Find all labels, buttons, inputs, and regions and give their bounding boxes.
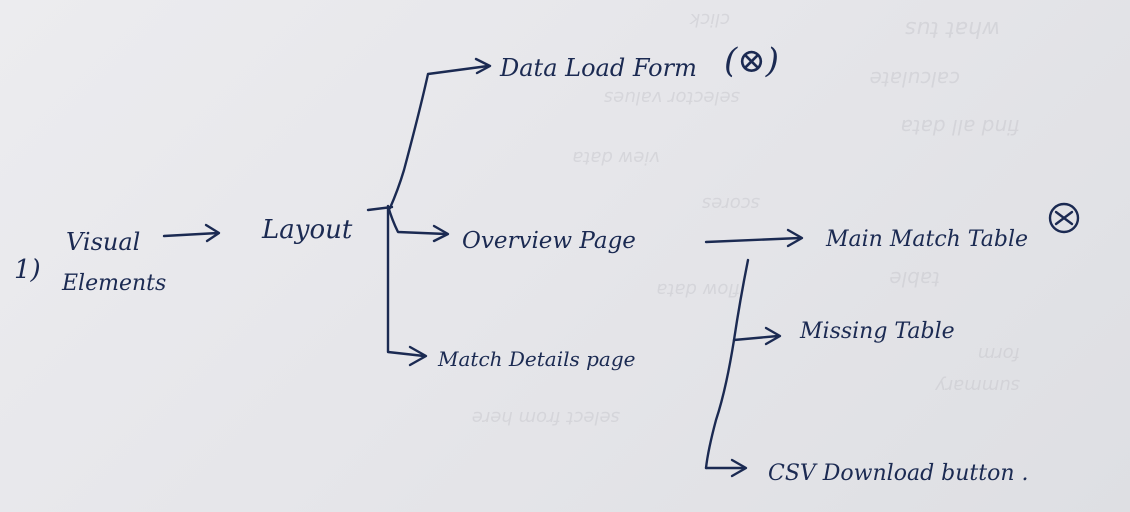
svg-text:table: table <box>889 267 940 291</box>
missing-table-node: Missing Table <box>799 319 955 344</box>
svg-text:select from here: select from here <box>472 407 620 428</box>
overview-children-connector <box>704 228 804 478</box>
data-load-form-node: Data Load Form <box>499 54 697 82</box>
svg-text:calculate: calculate <box>870 67 960 91</box>
root-node-line1: Visual <box>66 228 140 256</box>
svg-text:what tus: what tus <box>905 16 1000 41</box>
main-match-table-mark-cross-icon <box>1054 210 1074 226</box>
layout-branch-connector <box>366 57 492 367</box>
data-load-form-mark: (⊗) <box>724 41 779 81</box>
svg-text:click: click <box>688 9 730 30</box>
match-details-page-node: Match Details page <box>437 347 636 371</box>
svg-text:selector values: selector values <box>604 87 740 108</box>
layout-node: Layout <box>261 215 353 245</box>
overview-page-node: Overview Page <box>462 228 636 254</box>
bleed-through-background: what tus click calculate selector values… <box>472 9 1020 428</box>
svg-text:scores: scores <box>702 193 760 214</box>
root-node-line2: Elements <box>61 271 166 296</box>
svg-text:view data: view data <box>572 147 660 168</box>
csv-download-button-node: CSV Download button . <box>768 461 1028 486</box>
item-number: 1) <box>14 255 41 285</box>
svg-text:summary: summary <box>935 375 1020 396</box>
svg-text:form: form <box>978 343 1020 364</box>
arrow-root-to-layout <box>162 223 221 243</box>
svg-text:flow data: flow data <box>656 279 740 300</box>
main-match-table-mark-icon <box>1048 202 1080 234</box>
svg-text:find all data: find all data <box>901 115 1020 139</box>
main-match-table-node: Main Match Table <box>825 227 1028 252</box>
